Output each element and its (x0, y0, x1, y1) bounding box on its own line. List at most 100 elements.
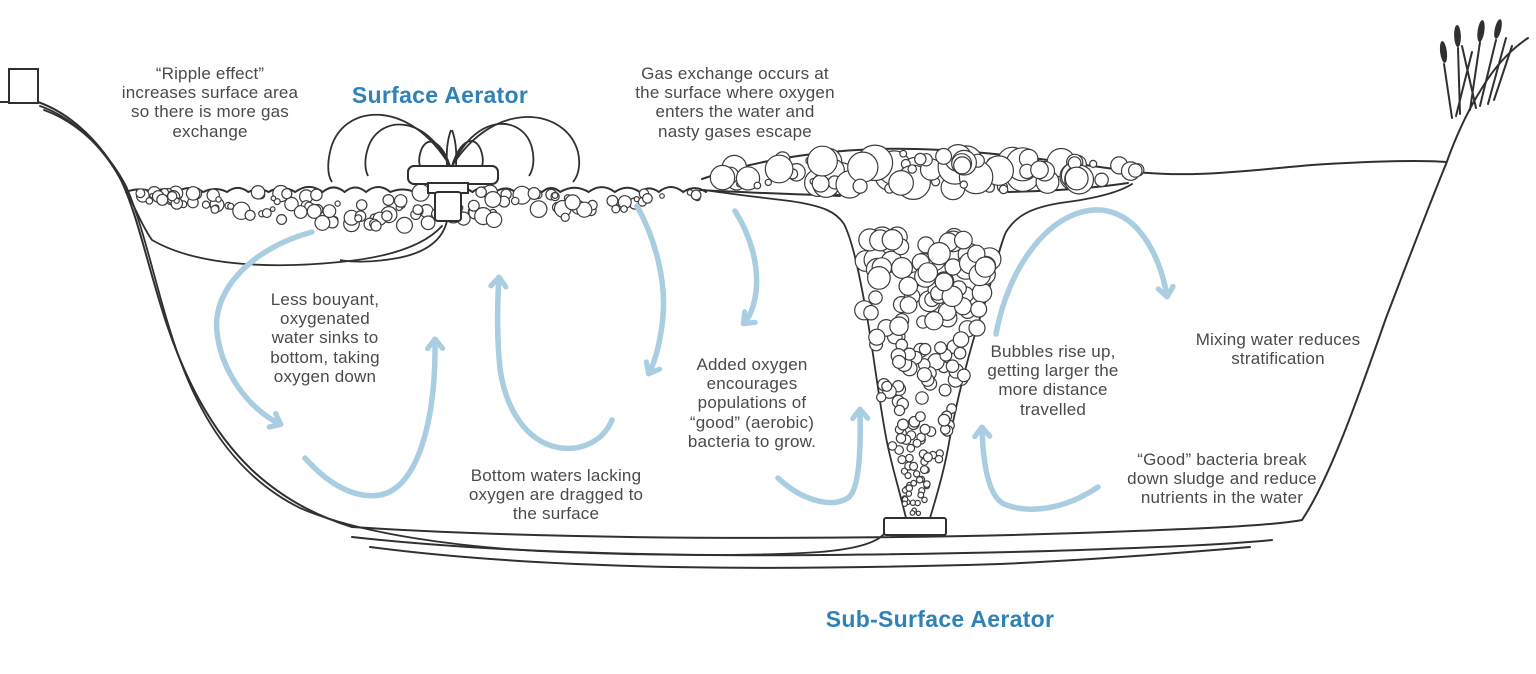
bubble (898, 276, 919, 296)
bubble (564, 194, 581, 211)
bubble (876, 392, 887, 403)
bubble (244, 209, 256, 221)
bubble (420, 215, 436, 231)
surface-bubbles (135, 183, 702, 234)
bubble (953, 156, 972, 175)
bubble (927, 241, 951, 266)
surface-aerator-device (327, 113, 581, 263)
bubble (709, 164, 736, 191)
bubble (210, 204, 220, 214)
bubble (852, 178, 868, 194)
bubble (905, 453, 914, 463)
aerator-motor (434, 191, 462, 222)
bubble (887, 441, 898, 451)
bubble (915, 391, 929, 405)
bubble (974, 256, 997, 278)
bubble (529, 200, 548, 219)
bubble (485, 211, 503, 229)
spray-arcs (327, 113, 581, 183)
bubble (551, 192, 559, 200)
bubble (915, 510, 922, 516)
bubble (970, 300, 988, 318)
power-cables (39, 105, 885, 556)
bubble (905, 484, 914, 492)
aerator-cable-drop (339, 220, 448, 263)
bubble (396, 216, 414, 234)
plume-left-edge (703, 189, 907, 519)
bubble (914, 499, 921, 507)
bubble (145, 196, 154, 205)
bubble (918, 342, 932, 356)
bubble (937, 413, 951, 427)
bubble (227, 202, 235, 210)
bubble (201, 200, 211, 209)
bubble (896, 418, 909, 431)
bubble (959, 180, 969, 189)
bubble (412, 204, 424, 216)
bubble (946, 403, 957, 415)
bubble (382, 194, 395, 207)
bubble (919, 423, 931, 435)
bubble (945, 359, 960, 373)
cattails-icon (1439, 19, 1513, 119)
basin-outline (37, 37, 1529, 539)
bubble (904, 472, 912, 480)
bubble (310, 188, 323, 202)
bubble (906, 443, 916, 453)
bubble (261, 208, 272, 219)
bubble (270, 195, 277, 202)
bubble (921, 496, 928, 504)
bubble (276, 214, 288, 226)
bubble (922, 480, 931, 489)
bubble (893, 404, 906, 417)
annotation-ripple-effect: “Ripple effect” increases surface area s… (121, 64, 299, 141)
bubble (910, 479, 918, 487)
bubble (899, 296, 918, 314)
bubble (611, 204, 621, 214)
bubble (868, 328, 886, 346)
bubble (917, 262, 939, 283)
bubble (284, 196, 299, 212)
bubble (1089, 159, 1098, 168)
bubble (1128, 163, 1143, 178)
bubble (868, 290, 883, 305)
bubble (922, 452, 933, 463)
bubble (250, 185, 266, 200)
bubble (381, 210, 393, 222)
bubble (899, 149, 908, 158)
bubble (998, 184, 1009, 195)
sediment-contour-2 (369, 546, 1251, 569)
bubble (484, 191, 502, 209)
bubble (888, 169, 914, 196)
bubble (915, 411, 926, 423)
bubble (1030, 160, 1049, 180)
bubble (467, 199, 480, 212)
bubble (863, 304, 879, 321)
bubble (847, 151, 879, 183)
arrow-mixing-down (993, 207, 1176, 337)
bubble (293, 205, 308, 219)
bubble (881, 229, 904, 251)
bubble (912, 438, 922, 448)
arrow-mid-loop-up (488, 274, 615, 452)
bubble (314, 214, 331, 231)
bubble (1064, 166, 1089, 191)
arrow-plume-right-up (972, 424, 1101, 512)
bubble (954, 230, 973, 250)
bubble (909, 510, 916, 516)
diffuser-unit (883, 517, 947, 536)
bubble (411, 183, 430, 202)
bubble (915, 475, 924, 484)
bubble (620, 205, 628, 213)
annotation-mixing-water: Mixing water reduces stratification (1195, 330, 1361, 369)
annotation-added-oxygen: Added oxygen encourages populations of “… (687, 355, 817, 451)
annotation-bottom-waters: Bottom waters lacking oxygen are dragged… (468, 466, 644, 524)
bubble (753, 181, 762, 190)
bubble (764, 154, 794, 184)
bubble (905, 490, 913, 497)
annotation-good-bacteria: “Good” bacteria break down sludge and re… (1127, 450, 1317, 508)
bubble (935, 147, 953, 165)
bubble (370, 220, 382, 232)
bubble (968, 319, 986, 337)
